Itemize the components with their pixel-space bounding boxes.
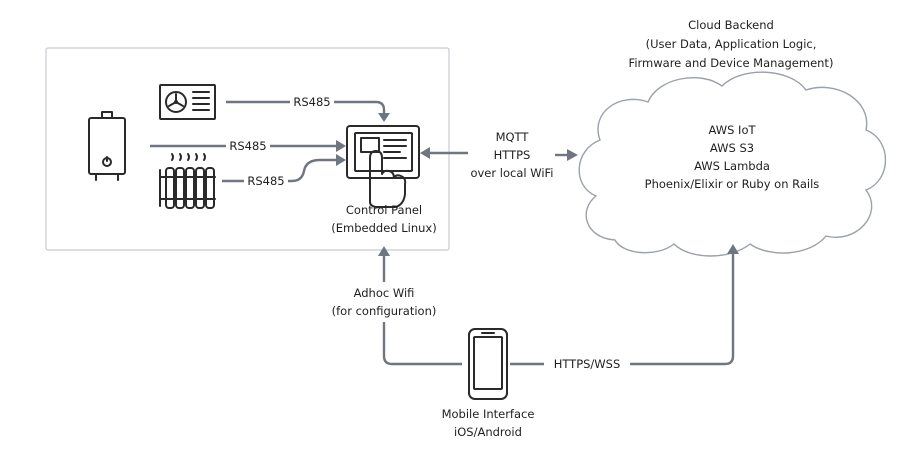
adhoc-wifi-label: Adhoc Wifi	[354, 286, 415, 300]
rs485-label-radiator: RS485	[247, 174, 284, 188]
cloud-title-line: Firmware and Device Management)	[629, 56, 834, 70]
mobile-interface-label: iOS/Android	[454, 425, 522, 439]
arrowhead	[420, 147, 430, 159]
arrowhead	[727, 244, 739, 254]
air-conditioner-icon	[159, 84, 216, 120]
smartphone-icon	[468, 328, 508, 400]
mobile-interface-label: Mobile Interface	[442, 407, 535, 421]
cloud-service: Phoenix/Elixir or Ruby on Rails	[645, 177, 820, 191]
cloud-service: AWS IoT	[708, 123, 756, 137]
cloud-service: AWS S3	[710, 141, 754, 155]
rs485-label-ac: RS485	[293, 95, 330, 109]
ac-to-panel-line	[226, 100, 386, 116]
panel-cloud-label: MQTT	[496, 130, 530, 144]
control-panel-label: (Embedded Linux)	[331, 221, 436, 235]
arrowhead	[567, 149, 578, 161]
arrowhead	[378, 113, 390, 122]
arrowhead	[378, 246, 390, 256]
adhoc-wifi-label: (for configuration)	[332, 304, 437, 318]
cloud-title: Cloud Backend (User Data, Application Lo…	[629, 18, 834, 70]
cloud-service: AWS Lambda	[694, 159, 770, 173]
cloud-title-line: (User Data, Application Logic,	[646, 37, 817, 51]
boiler-icon	[88, 111, 126, 181]
mobile-to-cloud-line	[510, 252, 735, 366]
radiator-icon	[159, 153, 216, 209]
panel-cloud-label: HTTPS	[494, 148, 531, 162]
rs485-label-boiler: RS485	[229, 139, 266, 153]
control-panel-label: Control Panel	[346, 203, 422, 217]
panel-cloud-label: over local WiFi	[470, 166, 553, 180]
arrowhead	[336, 154, 346, 166]
https-wss-label: HTTPS/WSS	[554, 357, 621, 371]
cloud-shape	[578, 71, 887, 257]
mobile-to-panel-line	[382, 254, 462, 366]
radiator-to-panel-line	[222, 158, 338, 183]
cloud-services-list: AWS IoT AWS S3 AWS Lambda Phoenix/Elixir…	[645, 123, 820, 191]
control-panel-touch-icon	[346, 125, 420, 208]
cloud-title-line: Cloud Backend	[688, 18, 774, 32]
arrowhead	[336, 140, 346, 152]
